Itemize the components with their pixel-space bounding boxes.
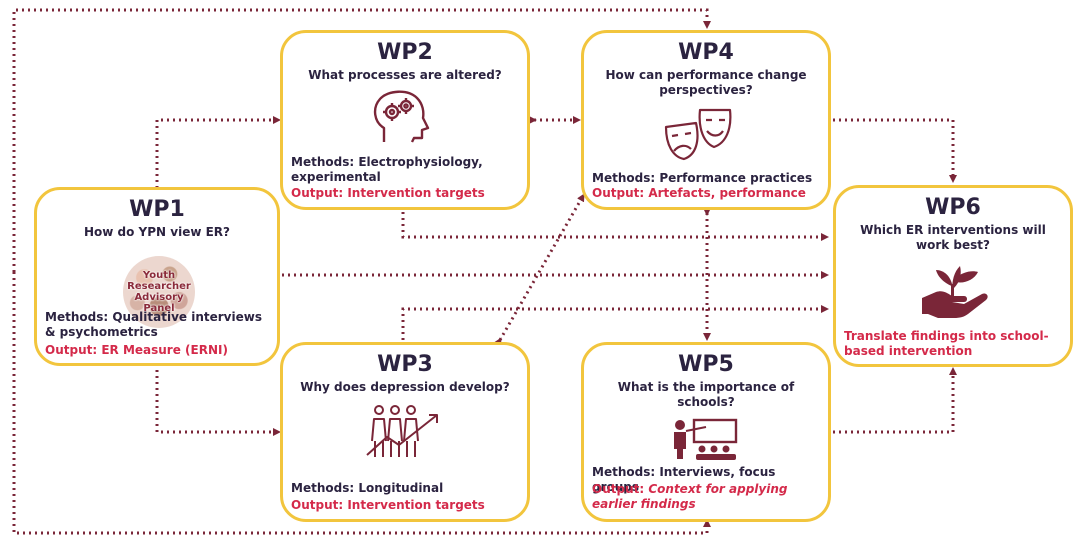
wp5-box: WP5 What is the importance of schools? M…: [581, 342, 831, 522]
theatre-masks-icon: [664, 108, 732, 161]
wp5-question: What is the importance of schools?: [617, 380, 795, 409]
wp2-title: WP2: [377, 40, 433, 65]
wp2-question: What processes are altered?: [308, 68, 502, 82]
wp6-question: Which ER interventions will work best?: [860, 223, 1046, 252]
wp3-output: Output: Intervention targets: [291, 498, 485, 512]
wp1-question: How do YPN view ER?: [83, 225, 230, 239]
wp2-output: Output: Intervention targets: [291, 186, 485, 200]
wp4-output: Output: Artefacts, performance: [592, 186, 806, 200]
wp5-to-wp6-arrow: [833, 367, 957, 434]
head-gears-icon: [373, 90, 430, 143]
wp4-box: WP4 How can performance change perspecti…: [581, 30, 831, 210]
wp4-methods: Methods: Performance practices: [592, 171, 813, 185]
wp2-methods: Methods: Electrophysiology, experimental: [291, 155, 483, 184]
wp4-title: WP4: [678, 40, 734, 65]
people-growth-icon: [366, 405, 438, 457]
wp3-methods: Methods: Longitudinal: [291, 481, 444, 495]
wp1-methods: Methods: Qualitative interviews & psycho…: [45, 310, 262, 339]
wp6-title: WP6: [925, 195, 981, 220]
loop-bottom-line: [12, 272, 711, 535]
panel-label: Youth Researcher Advisory Panel: [127, 270, 191, 314]
wp4-question: How can performance change perspectives?: [605, 68, 807, 97]
wp6-translation: Translate findings into school-based int…: [844, 329, 1049, 358]
wp3-box: WP3 Why does depression develop? Methods…: [280, 342, 530, 522]
wp5-output: Output: Context for applying earlier fin…: [592, 482, 822, 512]
wp1-to-wp2-arrow: [155, 116, 281, 188]
wp2-to-wp6-arrow: [401, 212, 829, 241]
wp3-to-wp6-arrow: [401, 305, 829, 340]
wp1-box: WP1 How do YPN view ER? Youth Researcher…: [34, 187, 280, 366]
wp1-title: WP1: [129, 197, 185, 222]
youth-advisory-panel-badge: Youth Researcher Advisory Panel: [123, 256, 195, 328]
wp3-title: WP3: [377, 352, 433, 377]
wp5-output-label: Output:: [592, 482, 645, 496]
wp5-title: WP5: [678, 352, 734, 377]
wp4-to-wp6-arrow: [833, 118, 957, 183]
wp1-to-wp3-arrow: [155, 370, 281, 436]
wp6-box: WP6 Which ER interventions will work bes…: [833, 185, 1073, 367]
wp2-box: WP2 What processes are altered? Methods:…: [280, 30, 530, 210]
wp5-output-text: Context for applying earlier findings: [592, 482, 788, 511]
hand-plant-icon: [922, 266, 988, 318]
wp3-wp4-arrow: [494, 193, 585, 347]
wp3-question: Why does depression develop?: [300, 380, 510, 394]
wp5-methods: Methods: Interviews, focus groups: [592, 465, 776, 494]
classroom-teacher-icon: [674, 418, 738, 460]
wp1-output: Output: ER Measure (ERNI): [45, 343, 228, 357]
